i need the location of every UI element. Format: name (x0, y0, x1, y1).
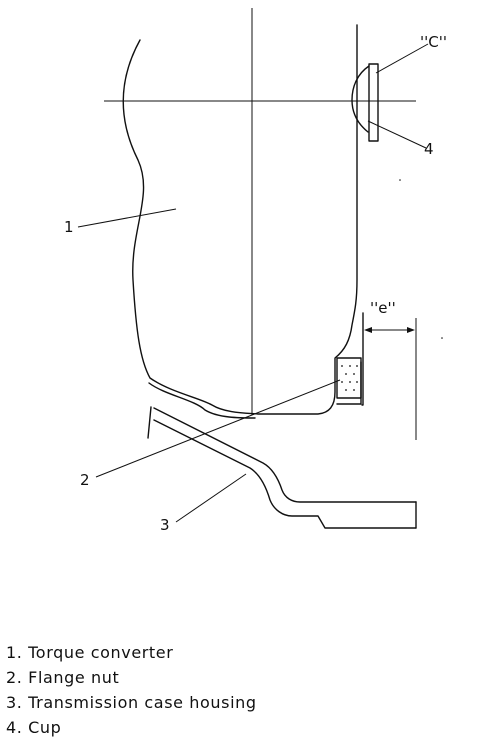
legend-item: 3. Transmission case housing (6, 693, 257, 712)
scan-speck (399, 179, 401, 181)
leader-line-4 (367, 120, 427, 149)
scan-speck (441, 337, 443, 339)
housing-upper-edge (153, 407, 417, 503)
callout-4: 4 (424, 140, 434, 158)
callout-2: 2 (80, 471, 90, 489)
flange-nut (336, 357, 362, 399)
dimension-e-arrow-left (364, 327, 372, 333)
housing-left-end (147, 406, 152, 439)
callout-e: ''e'' (370, 299, 396, 317)
leader-line-c (375, 43, 429, 74)
cup-dome (351, 65, 370, 133)
callout-1: 1 (64, 218, 74, 236)
torque-converter-outline (122, 24, 358, 415)
dimension-e-arrow-right (407, 327, 415, 333)
torque-converter-diagram: 1 2 3 4 ''C'' ''e'' (64, 8, 447, 534)
housing-face (361, 312, 364, 406)
flange-nut-seat (336, 361, 362, 405)
parts-legend: 1. Torque converter 2. Flange nut 3. Tra… (6, 640, 257, 740)
leader-line-1 (77, 208, 177, 228)
leader-line-3 (175, 473, 247, 523)
legend-item: 4. Cup (6, 718, 62, 737)
legend-item: 1. Torque converter (6, 643, 174, 662)
callout-c: ''C'' (420, 33, 447, 51)
callout-3: 3 (160, 516, 170, 534)
leader-line-2 (95, 379, 341, 478)
legend-item: 2. Flange nut (6, 668, 120, 687)
flange-nut-hatching (341, 365, 358, 391)
cup (368, 63, 379, 142)
housing-lower-edge (153, 419, 417, 529)
converter-lower-edge (148, 382, 256, 419)
